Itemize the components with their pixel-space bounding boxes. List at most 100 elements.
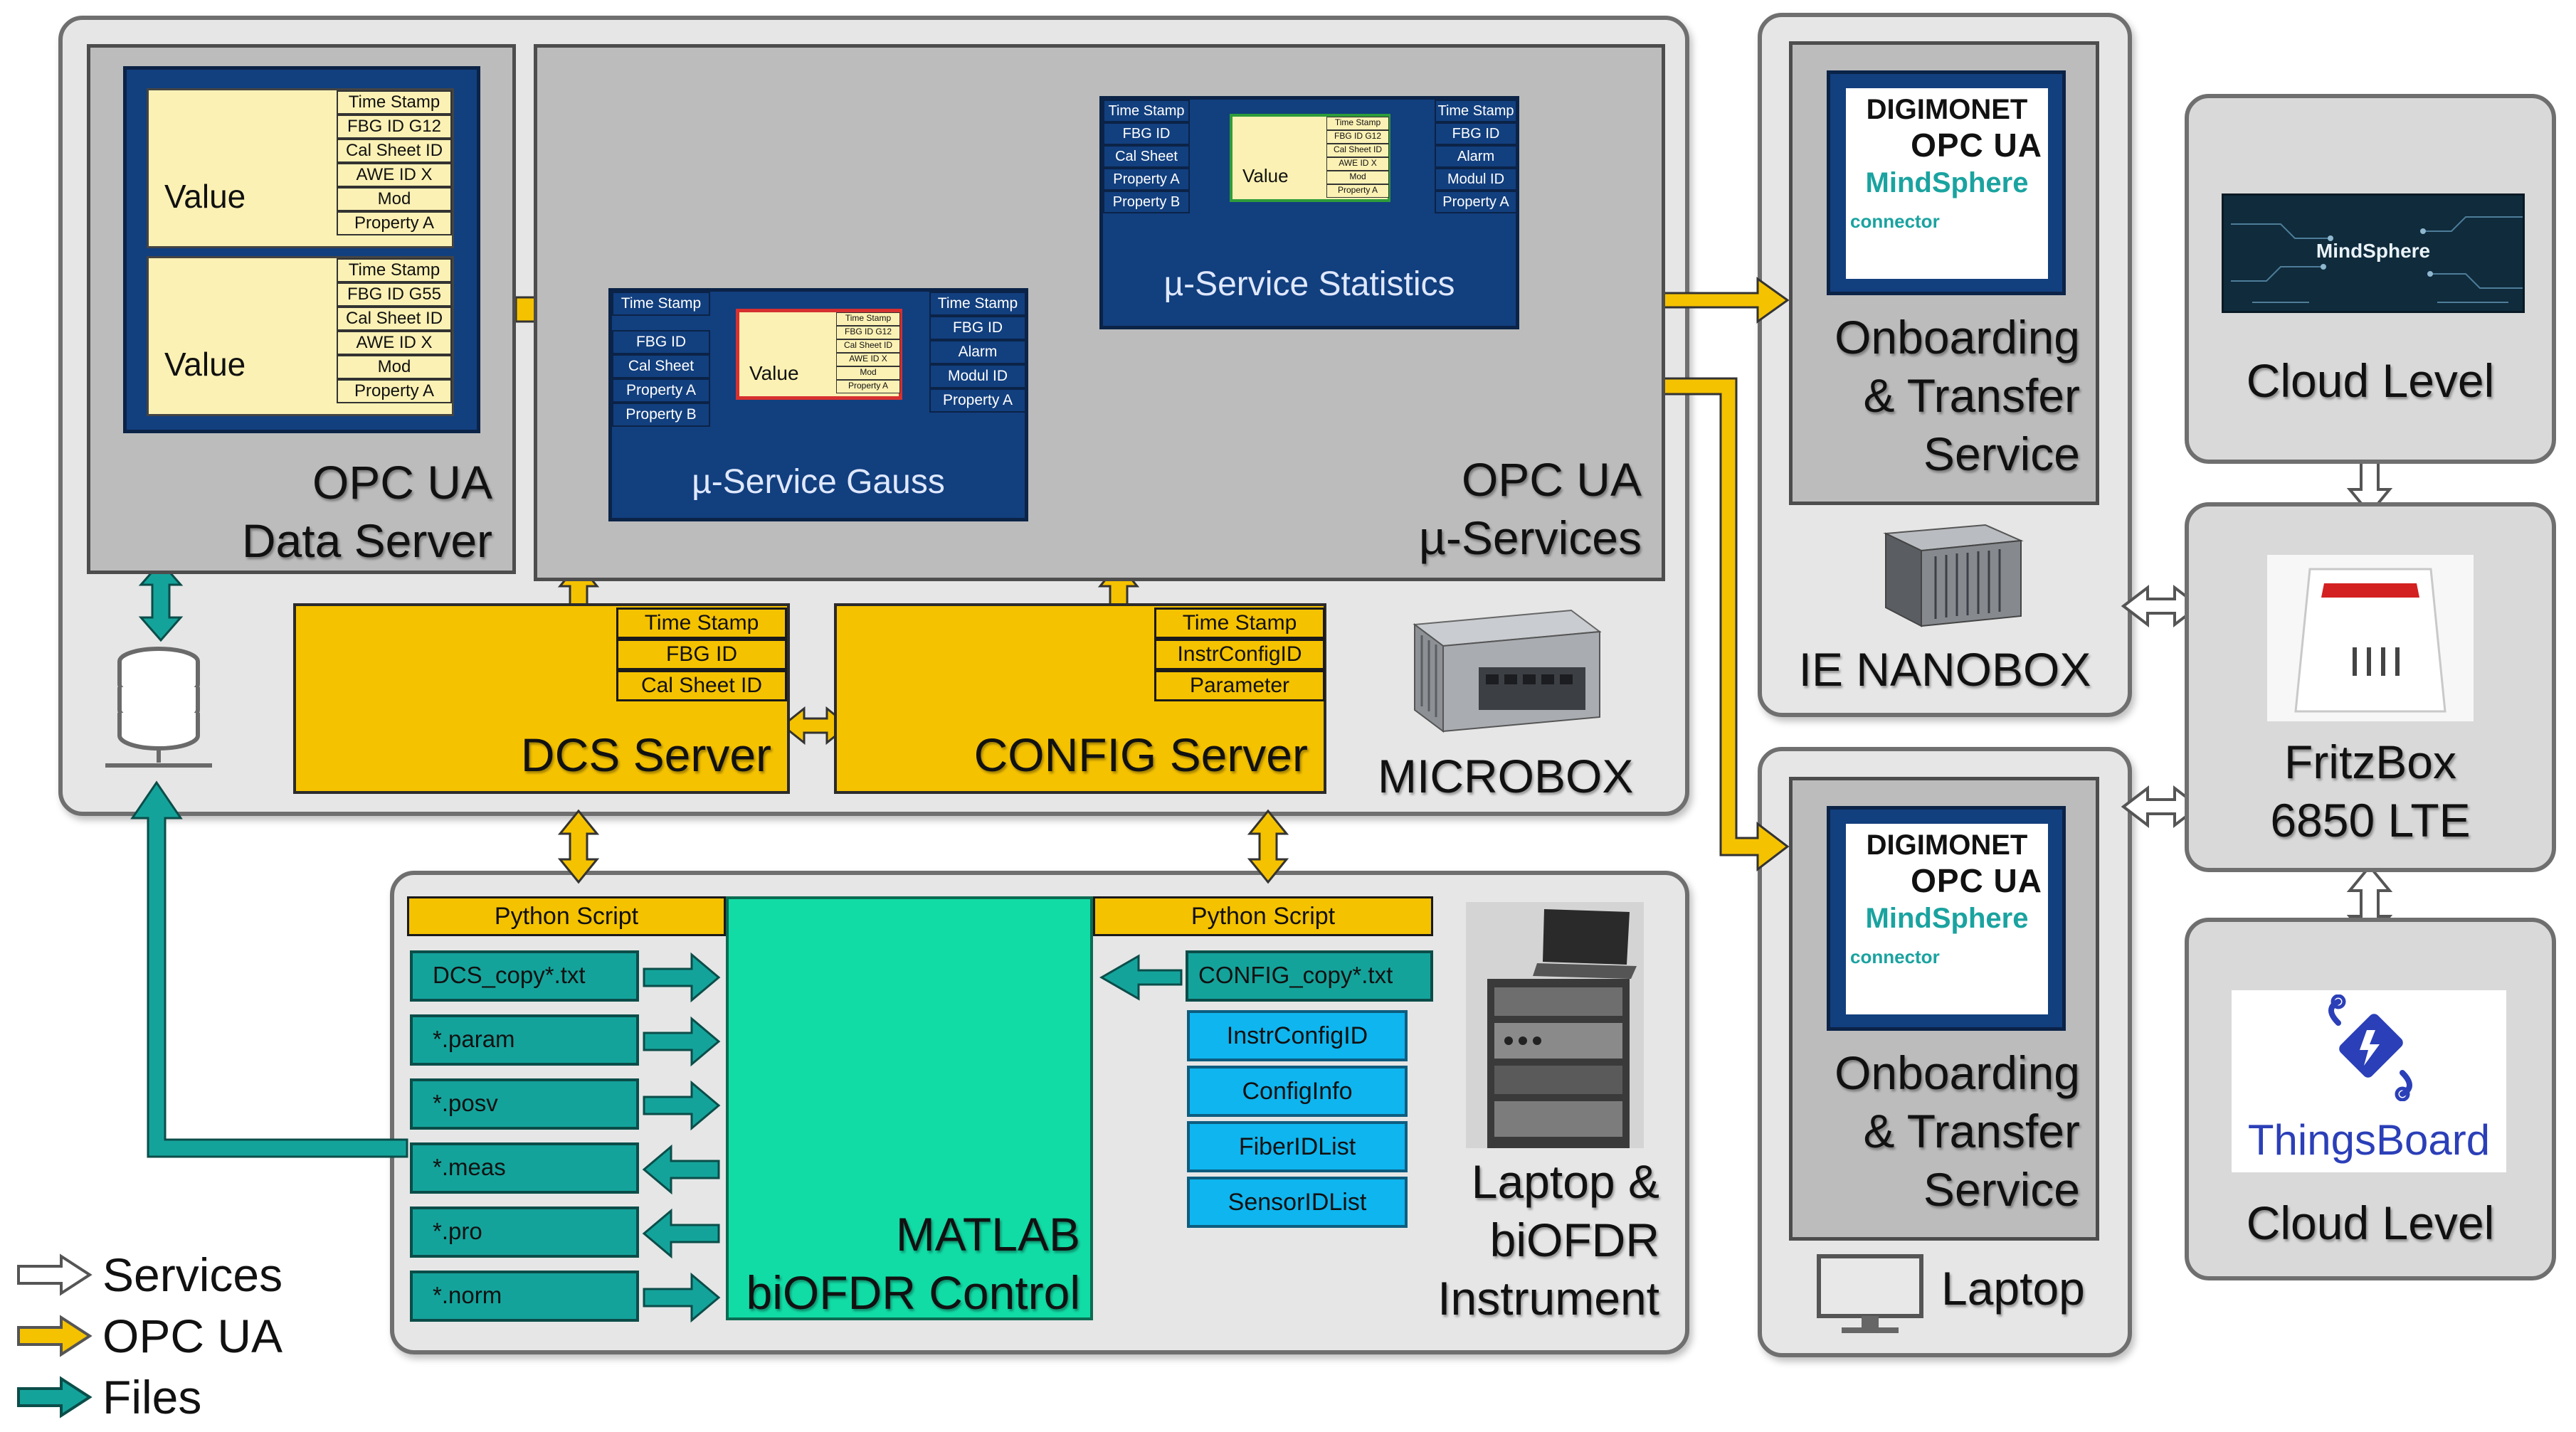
opcua-arrow-ms-to-nanobox <box>1642 277 1790 324</box>
legend-opcua-label: OPC UA <box>102 1310 283 1362</box>
config-item-fiberidlist: FiberIDList <box>1187 1121 1408 1172</box>
cloud-bottom-label: Cloud Level <box>2246 1197 2495 1249</box>
files-arrow-meas-to-db <box>130 780 408 1158</box>
field: Property A <box>612 378 710 403</box>
microservices-title-line2: µ-Services <box>1418 511 1642 564</box>
data-server-title: OPC UA Data Server <box>242 453 492 570</box>
files-arrow-meas <box>642 1144 720 1195</box>
file-dcs-copy: DCS_copy*.txt <box>410 950 639 1002</box>
nanobox-service-line2: & Transfer <box>1863 369 2080 422</box>
dcs-fields: Time Stamp FBG ID Cal Sheet ID <box>616 608 787 701</box>
dcs-server-title: DCS Server <box>520 728 771 781</box>
legend-files-label: Files <box>102 1371 202 1423</box>
files-arrow-dcs-copy <box>643 952 721 1003</box>
digimonet-text: DIGIMONET <box>1866 829 2028 861</box>
nanobox-service: DIGIMONET OPC UA MindSphere connector On… <box>1789 41 2099 505</box>
database-icon <box>105 640 212 775</box>
config-item-instrconfigid: InstrConfigID <box>1187 1010 1408 1061</box>
nanobox-service-line3: Service <box>1923 428 2080 480</box>
field: FBG ID G12 <box>337 115 452 139</box>
field: FBG ID <box>1435 122 1517 145</box>
config-item-sensoridlist: SensorIDList <box>1187 1177 1408 1228</box>
instrument-photo <box>1466 902 1644 1148</box>
instrument-line2: biOFDR <box>1489 1214 1659 1266</box>
python-script-left: Python Script <box>407 896 726 936</box>
opcua-text: OPC UA <box>1911 127 2042 164</box>
dcs-server: Time Stamp FBG ID Cal Sheet ID DCS Serve… <box>293 603 790 794</box>
microbox-device-icon <box>1413 609 1602 733</box>
field: Alarm <box>929 340 1026 364</box>
gauss-right-fields: Time Stamp FBG ID Alarm Modul ID Propert… <box>929 292 1026 413</box>
fritzbox-image <box>2267 555 2474 721</box>
nanobox-device-icon <box>1883 524 2024 627</box>
field: Property A <box>836 380 900 393</box>
field: Property A <box>337 211 452 235</box>
laptop-monitor-icon <box>1813 1252 1927 1337</box>
field: Time Stamp <box>612 292 710 316</box>
microbox-label: MICROBOX <box>1378 750 1634 802</box>
cloud-top-label: Cloud Level <box>2246 354 2495 407</box>
nanobox-device-image <box>1879 519 2035 633</box>
file-posv: *.posv <box>410 1078 639 1130</box>
monitor-icon <box>1817 1254 1923 1333</box>
field: FBG ID G12 <box>836 326 900 339</box>
field: FBG ID <box>616 639 787 670</box>
stat-center-fields: Time Stamp FBG ID G12 Cal Sheet ID AWE I… <box>1326 117 1389 198</box>
field: Time Stamp <box>1435 100 1517 122</box>
gauss-title: µ-Service Gauss <box>692 463 945 501</box>
field: FBG ID <box>929 316 1026 340</box>
field: InstrConfigID <box>1154 639 1325 670</box>
file-meas: *.meas <box>410 1142 639 1194</box>
field: Property A <box>929 388 1026 413</box>
field: Property A <box>337 379 452 403</box>
field: Property A <box>1103 168 1190 191</box>
field: Cal Sheet ID <box>616 670 787 701</box>
field: AWE ID X <box>337 163 452 187</box>
thingsboard-logo: ThingsBoard <box>2232 990 2506 1172</box>
opcua-data-server: Value Time Stamp FBG ID G12 Cal Sheet ID… <box>87 44 516 574</box>
config-item-configinfo: ConfigInfo <box>1187 1066 1408 1117</box>
mindsphere-text: MindSphere <box>1865 167 2029 198</box>
field: Time Stamp <box>337 90 452 115</box>
field: FBG ID <box>612 330 710 354</box>
opcua-arrow-ms-to-laptop <box>1642 377 1790 872</box>
digimonet-text: DIGIMONET <box>1866 94 2028 125</box>
data-server-title-line2: Data Server <box>241 514 492 567</box>
field: Property B <box>1103 191 1190 213</box>
legend: Services OPC UA Files <box>16 1246 315 1431</box>
nanobox-service-line1: Onboarding <box>1835 311 2080 364</box>
teal-arrow-icon <box>17 1376 93 1418</box>
opcua-arrow-dcs-python <box>559 810 598 884</box>
opcua-arrow-config-python <box>1248 810 1288 884</box>
connector-text: connector <box>1850 946 1940 967</box>
field: Parameter <box>1154 670 1325 701</box>
field: Cal Sheet ID <box>337 307 452 331</box>
mindsphere-banner: MindSphere <box>2222 193 2525 313</box>
legend-opcua: OPC UA <box>16 1308 283 1364</box>
python-script-right: Python Script <box>1093 896 1433 936</box>
config-server: Time Stamp InstrConfigID Parameter CONFI… <box>834 603 1326 794</box>
field: Time Stamp <box>929 292 1026 316</box>
router-icon <box>2294 568 2446 713</box>
legend-services: Services <box>16 1246 283 1303</box>
field: Alarm <box>1435 145 1517 168</box>
value-label: Value <box>164 178 246 215</box>
value-group-2: Value Time Stamp FBG ID G55 Cal Sheet ID… <box>147 256 454 416</box>
fritzbox-line2: 6850 LTE <box>2270 794 2471 847</box>
instrument-line3: Instrument <box>1437 1272 1659 1325</box>
instrument-rack-image <box>1466 902 1644 1148</box>
field: Modul ID <box>1435 168 1517 191</box>
mindsphere-text: MindSphere <box>1865 903 2029 934</box>
fritzbox-line1: FritzBox <box>2284 736 2457 788</box>
microservice-statistics: Time Stamp FBG ID Cal Sheet Property A P… <box>1099 96 1519 329</box>
laptop-service-line3: Service <box>1923 1163 2080 1216</box>
field: Cal Sheet ID <box>836 339 900 353</box>
field: Time Stamp <box>1326 117 1389 130</box>
matlab-title: MATLAB biOFDR Control <box>746 1205 1080 1322</box>
fritzbox-label: FritzBox 6850 LTE <box>2189 733 2552 849</box>
files-arrow-ds-db <box>138 560 184 642</box>
legend-files: Files <box>16 1369 201 1426</box>
opcua-text: OPC UA <box>1911 862 2042 899</box>
laptop-label: Laptop <box>1941 1262 2085 1315</box>
files-arrow-posv <box>643 1080 721 1131</box>
